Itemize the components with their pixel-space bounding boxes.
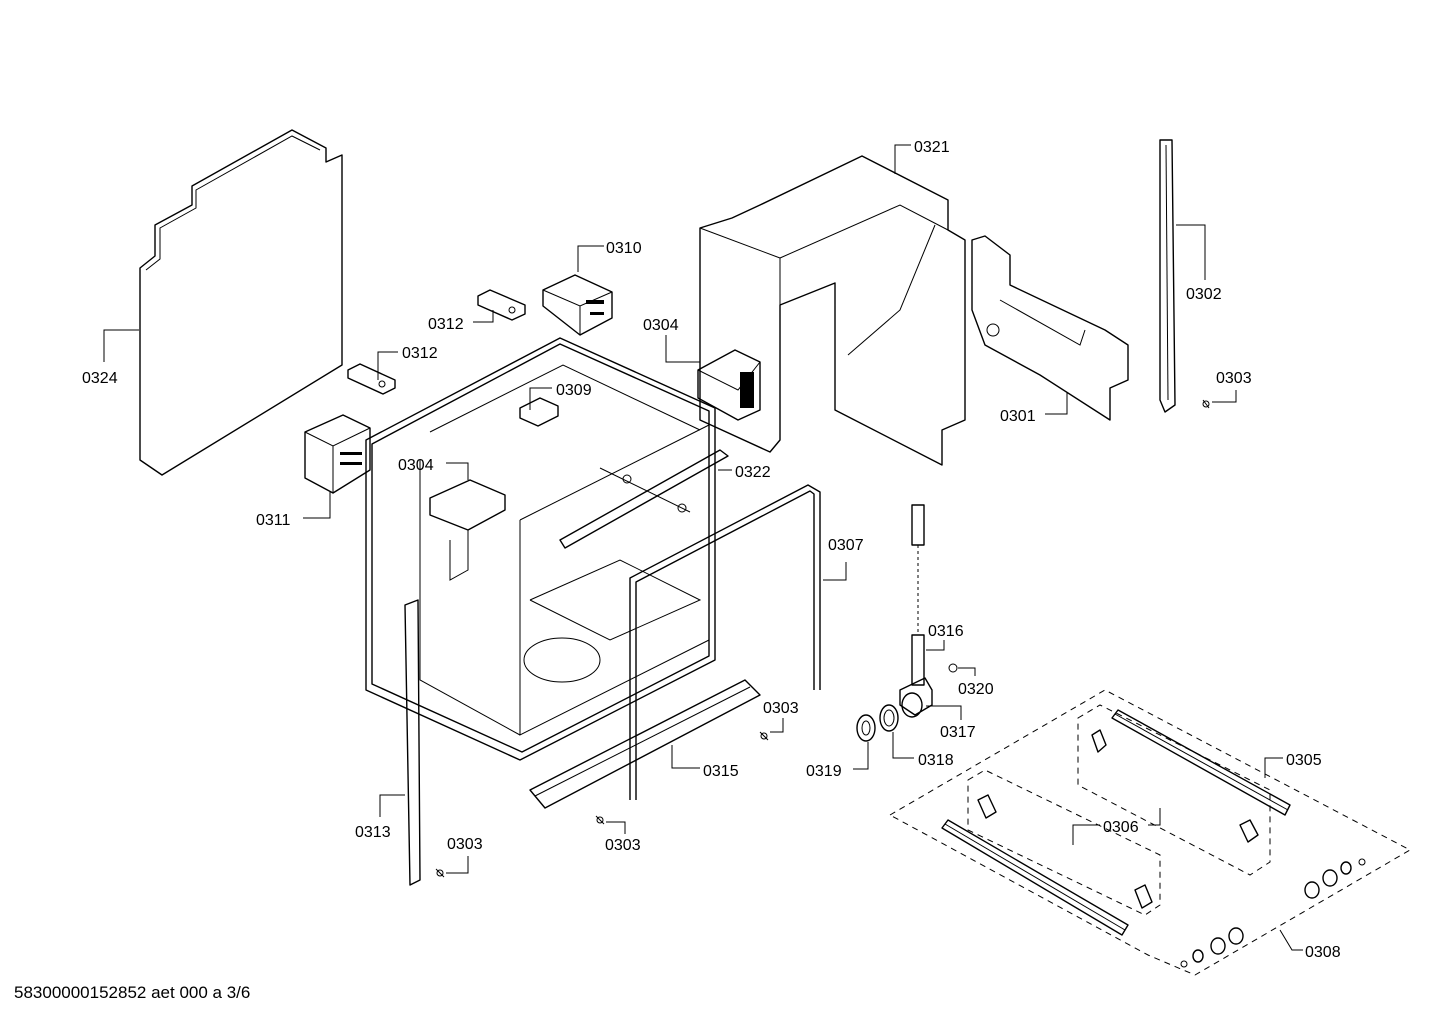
part-0320-screw [948,663,958,673]
label-0303-a[interactable]: 0303 [1216,370,1252,387]
label-0304-a[interactable]: 0304 [643,317,679,334]
assembly-0308-outline [888,689,1412,976]
label-0312-a[interactable]: 0312 [428,316,464,333]
part-0311-housing [304,414,371,494]
part-0305-rail [1091,709,1291,843]
drawing-reference-footer: 58300000152852 aet 000 a 3/6 [14,983,250,1002]
part-0309-bracket [519,397,559,427]
label-0302[interactable]: 0302 [1186,286,1222,303]
part-0303-screw-a [1202,399,1210,409]
part-0306-rail [941,794,1153,936]
part-0319-cap [856,714,876,742]
label-0313[interactable]: 0313 [355,824,391,841]
label-0309[interactable]: 0309 [556,382,592,399]
part-tub-main [365,337,716,761]
label-0319[interactable]: 0319 [806,763,842,780]
part-0304-bracket-right [697,349,761,421]
label-0316[interactable]: 0316 [928,623,964,640]
part-0312-clip-lower [347,363,396,395]
label-0306[interactable]: 0306 [1103,819,1139,836]
part-0317-fitting [899,677,933,718]
label-0317[interactable]: 0317 [940,724,976,741]
label-0307[interactable]: 0307 [828,537,864,554]
label-0303-c[interactable]: 0303 [605,837,641,854]
part-0324-side-panel [139,129,343,476]
part-0312-clip-upper [477,289,526,321]
label-0303-b[interactable]: 0303 [763,700,799,717]
label-0311[interactable]: 0311 [256,512,291,529]
label-0312-b[interactable]: 0312 [402,345,438,362]
label-0310[interactable]: 0310 [606,240,642,257]
label-0321[interactable]: 0321 [914,139,950,156]
label-0318[interactable]: 0318 [918,752,954,769]
label-0324[interactable]: 0324 [82,370,118,387]
part-0302-rail [1159,139,1176,413]
label-0301[interactable]: 0301 [1000,408,1036,425]
label-0315[interactable]: 0315 [703,763,739,780]
label-0308[interactable]: 0308 [1305,944,1341,961]
part-0307-seal [629,484,821,800]
part-0310-bracket [542,274,613,336]
part-0321-cover [699,155,966,466]
part-0304-bracket-left [429,479,506,581]
label-0320[interactable]: 0320 [958,681,994,698]
label-0303-d[interactable]: 0303 [447,836,483,853]
part-0313-side-strip [404,599,421,886]
part-0316-hose [911,504,925,686]
label-0305[interactable]: 0305 [1286,752,1322,769]
label-0304-b[interactable]: 0304 [398,457,434,474]
part-0318-ring [879,704,899,732]
part-0322-bar [559,449,729,549]
part-0308-fittings [1180,858,1366,968]
part-0315-strip [529,679,761,809]
part-0301-plate [971,235,1129,421]
part-0303-screw-b [759,731,769,741]
label-0322[interactable]: 0322 [735,464,771,481]
part-0303-screw-d [435,868,445,878]
part-0303-screw-c [595,815,605,825]
